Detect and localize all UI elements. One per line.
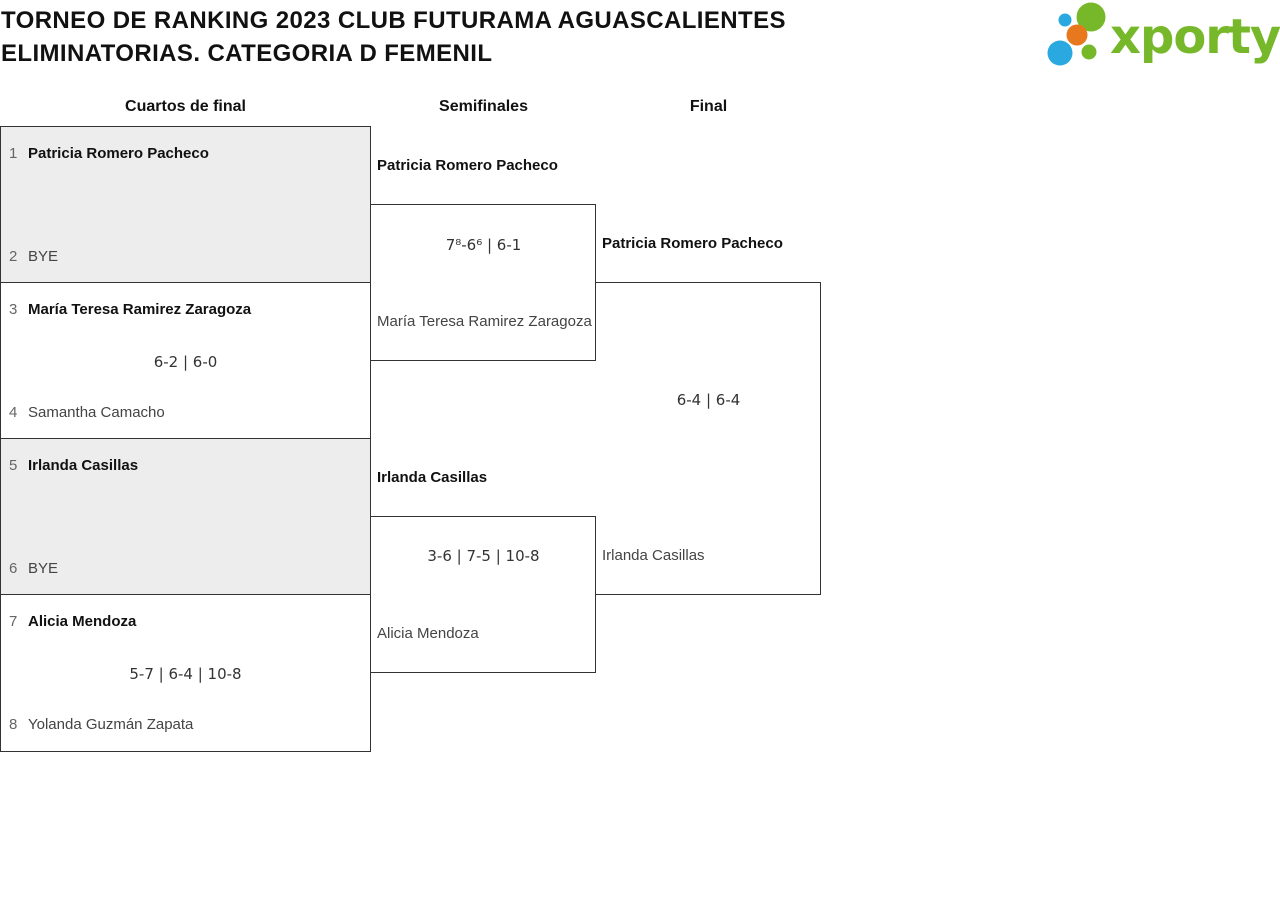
- page-title: TORNEO DE RANKING 2023 CLUB FUTURAMA AGU…: [1, 4, 786, 70]
- seed-label: 6: [9, 560, 18, 577]
- semifinal-1-player-2-name: María Teresa Ramirez Zaragoza: [377, 313, 592, 330]
- player-name: Samantha Camacho: [28, 404, 165, 421]
- page-title-line1: TORNEO DE RANKING 2023 CLUB FUTURAMA AGU…: [1, 7, 786, 34]
- player-name: María Teresa Ramirez Zaragoza: [28, 301, 252, 318]
- player-name: Patricia Romero Pacheco: [28, 145, 209, 162]
- player-name: Irlanda Casillas: [28, 457, 139, 474]
- player-name: Yolanda Guzmán Zapata: [28, 716, 194, 733]
- match-quarterfinal-3: 5 Irlanda Casillas 6 BYE: [1, 439, 370, 595]
- player-row: 2 BYE: [1, 248, 370, 265]
- xporty-logo[interactable]: xporty: [1046, 0, 1280, 72]
- player-row: 3 María Teresa Ramirez Zaragoza: [1, 301, 370, 318]
- semifinal-1-score: 7⁸-6⁶ | 6-1: [445, 236, 522, 254]
- round-header-final: Final: [689, 98, 728, 115]
- seed-label: 2: [9, 248, 18, 265]
- player-row: 7 Alicia Mendoza: [1, 613, 370, 630]
- player-name: BYE: [28, 248, 59, 265]
- player-row: 4 Samantha Camacho: [1, 404, 370, 421]
- player-row: 8 Yolanda Guzmán Zapata: [1, 716, 370, 733]
- page-title-line2: ELIMINATORIAS. CATEGORIA D FEMENIL: [1, 40, 493, 67]
- semifinal-2-player-1-name: Irlanda Casillas: [377, 469, 488, 486]
- semifinal-2-player-2-name: Alicia Mendoza: [377, 625, 479, 642]
- xporty-dots-icon: [1047, 2, 1106, 66]
- match-semifinal-2: [370, 516, 596, 673]
- player-name: BYE: [28, 560, 59, 577]
- match-semifinal-1: [370, 204, 596, 361]
- final-player-1-name: Patricia Romero Pacheco: [602, 235, 783, 252]
- final-player-2-name: Irlanda Casillas: [602, 547, 705, 564]
- match-quarterfinal-4: 7 Alicia Mendoza 5-7 | 6-4 | 10-8 8 Yola…: [1, 595, 370, 751]
- seed-label: 7: [9, 613, 18, 630]
- seed-label: 8: [9, 716, 18, 733]
- player-row: 5 Irlanda Casillas: [1, 457, 370, 474]
- round-header-semifinals: Semifinales: [439, 98, 528, 115]
- player-name: Alicia Mendoza: [28, 613, 137, 630]
- semifinal-2-score: 3-6 | 7-5 | 10-8: [427, 547, 540, 565]
- semifinal-1-player-1-name: Patricia Romero Pacheco: [377, 157, 558, 174]
- round-header-quarterfinals: Cuartos de final: [125, 98, 246, 115]
- seed-label: 5: [9, 457, 18, 474]
- match-score: 6-2 | 6-0: [153, 353, 218, 371]
- seed-label: 4: [9, 404, 18, 421]
- seed-label: 3: [9, 301, 18, 318]
- match-score: 5-7 | 6-4 | 10-8: [129, 665, 242, 683]
- player-row: 6 BYE: [1, 560, 370, 577]
- match-quarterfinal-1: 1 Patricia Romero Pacheco 2 BYE: [1, 127, 370, 283]
- quarterfinals-column: 1 Patricia Romero Pacheco 2 BYE 3 María …: [0, 126, 371, 752]
- match-quarterfinal-2: 3 María Teresa Ramirez Zaragoza 6-2 | 6-…: [1, 283, 370, 439]
- player-row: 1 Patricia Romero Pacheco: [1, 145, 370, 162]
- final-score: 6-4 | 6-4: [676, 391, 741, 409]
- seed-label: 1: [9, 145, 18, 162]
- match-final: [596, 282, 821, 595]
- xporty-logo-text: xporty: [1110, 9, 1280, 65]
